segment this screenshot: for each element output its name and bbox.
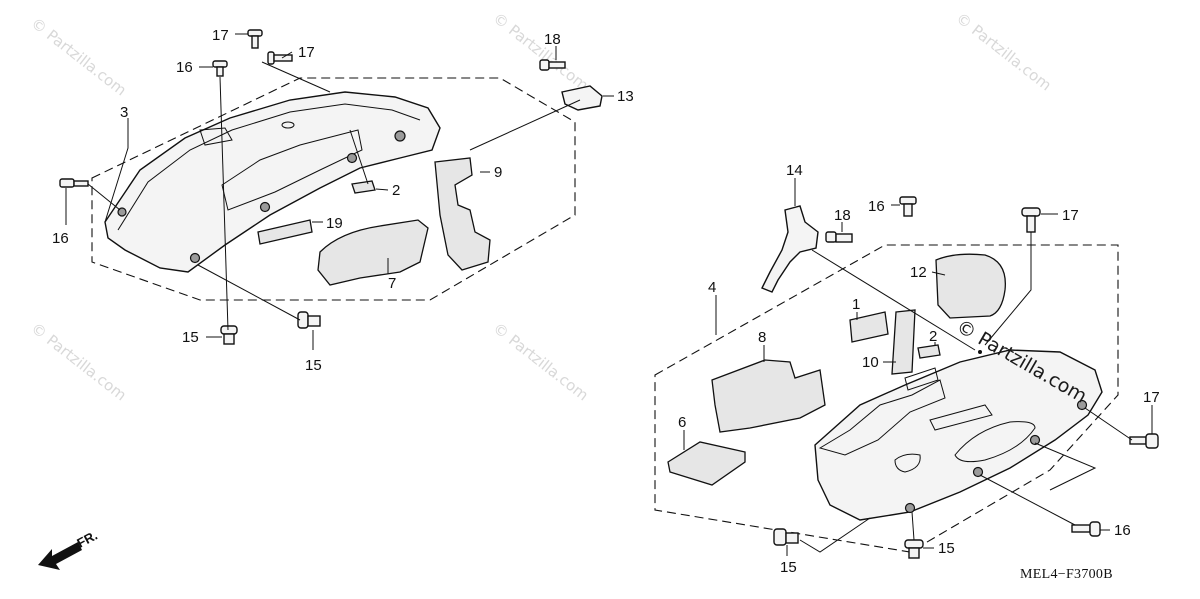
callout-18: 18 xyxy=(834,207,851,224)
callout-6: 6 xyxy=(678,414,686,431)
left-callouts: 17 17 16 18 13 3 2 9 16 19 7 15 15 xyxy=(52,27,634,374)
fastener-15 xyxy=(297,311,321,329)
fastener-15 xyxy=(220,325,238,345)
fastener-18 xyxy=(539,59,566,71)
callout-18: 18 xyxy=(544,31,561,48)
callout-2: 2 xyxy=(392,182,400,199)
fastener-18 xyxy=(825,231,853,243)
part-10-strip xyxy=(891,309,916,375)
fastener-17 xyxy=(247,29,263,49)
left-group-boundary xyxy=(91,77,576,301)
fastener-16 xyxy=(59,178,89,188)
callout-16: 16 xyxy=(176,59,193,76)
part-12-cushion xyxy=(935,253,1006,319)
callout-15: 15 xyxy=(182,329,199,346)
callout-15: 15 xyxy=(780,559,797,576)
leader-dot xyxy=(978,350,982,354)
part-14-bracket xyxy=(761,205,819,293)
fastener-16 xyxy=(1071,521,1101,537)
right-assembly xyxy=(654,178,1159,559)
callout-2: 2 xyxy=(929,328,937,345)
mount-hole xyxy=(1076,399,1088,411)
callout-14: 14 xyxy=(786,162,803,179)
callout-15: 15 xyxy=(938,540,955,557)
callout-1: 1 xyxy=(852,296,860,313)
part-3-cowl xyxy=(104,91,441,273)
fastener-17 xyxy=(267,51,293,65)
watermark: © Partzilla.com xyxy=(490,9,592,94)
callout-12: 12 xyxy=(910,264,927,281)
mount-hole xyxy=(904,502,916,514)
part-7-cushion xyxy=(317,219,429,286)
left-assembly xyxy=(59,29,614,350)
fastener-17 xyxy=(1021,207,1041,233)
mount-hole xyxy=(394,130,406,142)
mount-hole xyxy=(189,252,201,264)
part-1-pad xyxy=(849,311,889,343)
watermark: © Partzilla.com xyxy=(28,14,130,99)
callout-7: 7 xyxy=(388,275,396,292)
mount-hole xyxy=(972,466,984,478)
callout-17: 17 xyxy=(1143,389,1160,406)
watermark: © Partzilla.com xyxy=(953,9,1055,94)
callout-19: 19 xyxy=(326,215,343,232)
mount-hole xyxy=(259,201,271,213)
mount-hole xyxy=(346,152,358,164)
part-2-pad xyxy=(351,180,376,194)
callout-8: 8 xyxy=(758,329,766,346)
callout-15: 15 xyxy=(305,357,322,374)
part-9-bracket xyxy=(434,157,491,271)
drawing-code: MEL4−F3700B xyxy=(1020,567,1113,582)
watermark: © Partzilla.com xyxy=(28,319,130,404)
callout-13: 13 xyxy=(617,88,634,105)
callout-10: 10 xyxy=(862,354,879,371)
fastener-16 xyxy=(899,196,917,217)
fastener-17 xyxy=(1129,433,1159,449)
callout-16: 16 xyxy=(868,198,885,215)
part-8-block xyxy=(711,359,826,433)
mount-hole xyxy=(1029,434,1041,446)
fastener-15 xyxy=(773,528,799,546)
callout-17: 17 xyxy=(298,44,315,61)
part-6-plate xyxy=(667,441,746,486)
part-13-clip xyxy=(561,85,603,111)
fastener-16 xyxy=(212,60,228,77)
front-direction-indicator: FR. xyxy=(38,528,100,570)
watermark: © Partzilla.com xyxy=(490,319,592,404)
fastener-15 xyxy=(904,539,924,559)
callout-9: 9 xyxy=(494,164,502,181)
arrow-left-icon xyxy=(38,542,82,570)
callout-4: 4 xyxy=(708,279,716,296)
callout-17: 17 xyxy=(1062,207,1079,224)
part-4-lower-cowl xyxy=(814,349,1103,521)
part-19-strip xyxy=(257,219,313,245)
right-group-boundary xyxy=(654,244,1119,553)
part-2-pad xyxy=(917,344,941,359)
right-callouts: 14 16 18 17 12 4 1 2 8 10 17 6 16 15 15 xyxy=(678,162,1160,576)
callout-16: 16 xyxy=(1114,522,1131,539)
callout-3: 3 xyxy=(120,104,128,121)
callout-17: 17 xyxy=(212,27,229,44)
callout-16: 16 xyxy=(52,230,69,247)
